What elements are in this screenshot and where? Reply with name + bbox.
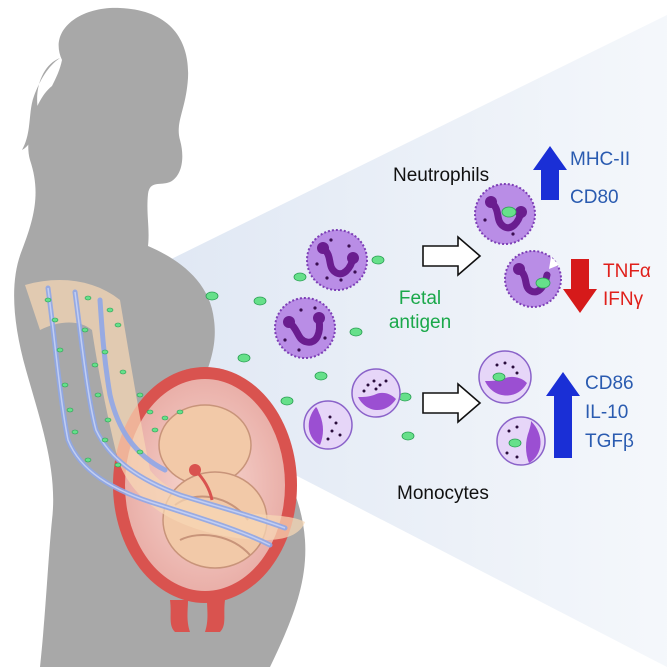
circulating-antigens (44, 295, 184, 468)
ifn-gamma-label: IFNγ (603, 289, 644, 310)
activated-neutrophil-1 (474, 183, 536, 245)
cd86-label: CD86 (585, 373, 634, 394)
upregulation-arrow-neutrophils (533, 146, 567, 200)
monocyte-transition-arrow (422, 382, 482, 424)
tgf-beta-label: TGFβ (585, 431, 634, 452)
blood-vessels-inner (47, 287, 286, 546)
neutrophil-transition-arrow (422, 235, 482, 277)
arm (25, 280, 305, 540)
il-10-label: IL-10 (585, 402, 629, 423)
tnf-alpha-label: TNFα (603, 261, 651, 282)
fetal-antigen-label-line-2: antigen (388, 311, 452, 333)
neutrophil-cell-1 (306, 229, 368, 291)
neutrophils-label: Neutrophils (393, 165, 490, 186)
fetal-antigen-label-line-1: Fetal (398, 288, 442, 309)
monocyte-cell-1 (351, 368, 401, 418)
monocyte-cell-2 (303, 400, 353, 450)
neutrophil-cell-2 (274, 297, 336, 359)
activated-monocyte-2 (496, 416, 546, 466)
monocytes-label: Monocytes (397, 483, 489, 504)
mhc-ii-label: MHC-II (570, 149, 631, 170)
downregulation-arrow-neutrophils (563, 259, 597, 313)
upregulation-arrow-monocytes (546, 372, 580, 458)
zoom-cone (88, 15, 667, 667)
activated-monocyte-1 (478, 350, 532, 404)
fetal-antigen-label: Fetal antigen (380, 287, 460, 335)
cd80-label: CD80 (570, 187, 619, 208)
activated-neutrophil-2 (504, 250, 562, 308)
